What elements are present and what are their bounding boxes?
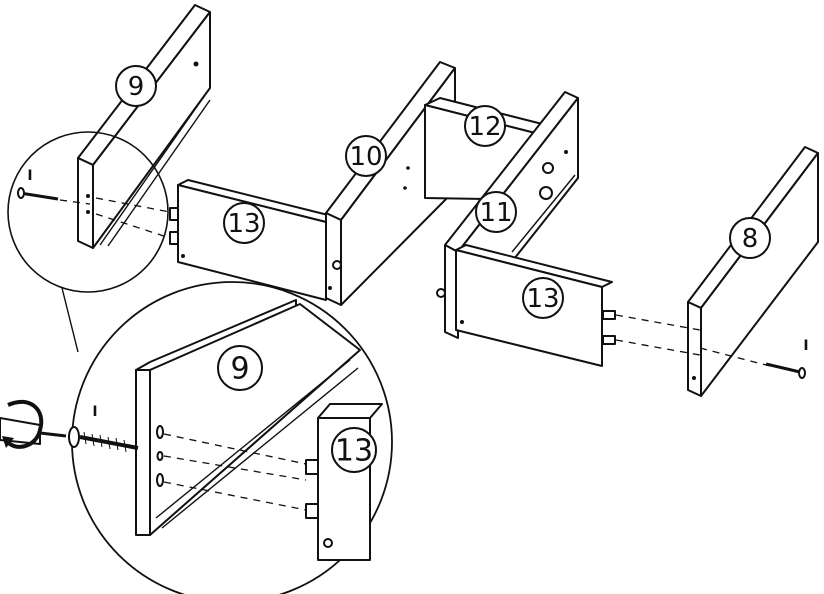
leader-line [61,287,79,353]
svg-text:13: 13 [526,284,559,314]
detail-panel-9 [135,299,361,536]
svg-text:9: 9 [230,352,249,387]
detail-panel-13 [305,403,383,561]
svg-text:13: 13 [227,209,260,239]
part-badge-detail-9: 9 [217,345,263,391]
detail-guide [163,455,307,481]
screw-label-right: I [803,338,808,354]
screw-icon [17,187,59,201]
detail-guide [163,481,307,511]
detail-guide [163,433,307,465]
screw-label-detail: I [92,404,97,420]
magnifier-circle-small [7,131,169,293]
part-badge-9: 9 [115,65,157,107]
screw-icon [765,362,806,379]
panel-8 [687,146,819,397]
part-badge-13-right: 13 [522,277,564,319]
part-badge-detail-13: 13 [331,427,377,473]
svg-text:12: 12 [468,112,501,142]
part-badge-8: 8 [729,217,771,259]
svg-text:11: 11 [479,198,512,228]
part-badge-11: 11 [475,191,517,233]
svg-text:9: 9 [128,72,145,102]
part-badge-12: 12 [464,105,506,147]
screw-icon [68,426,139,453]
svg-text:8: 8 [742,224,759,254]
screw-label-left: I [27,168,32,184]
panel-13-left [169,179,337,301]
rotate-arrow-icon [2,399,44,449]
svg-text:10: 10 [349,142,382,172]
assembly-guides [59,197,771,367]
part-badge-10: 10 [345,135,387,177]
svg-text:13: 13 [335,434,373,469]
part-badge-13-left: 13 [223,202,265,244]
